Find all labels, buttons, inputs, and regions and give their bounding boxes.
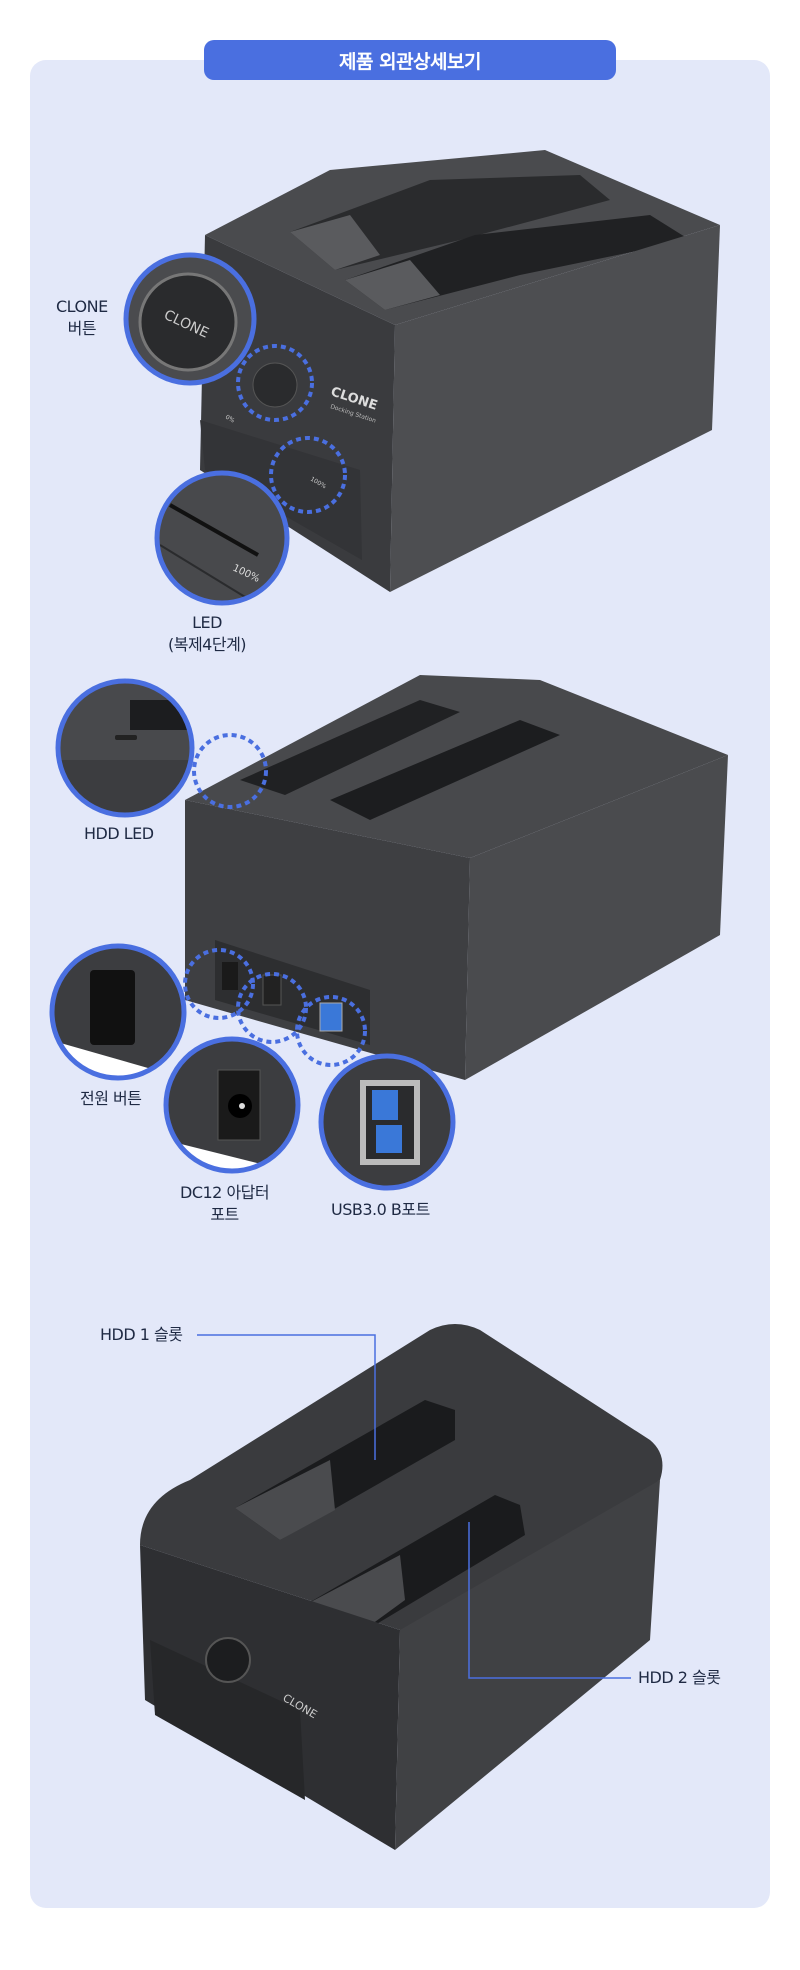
clone-button-label-line1: CLONE [56, 297, 108, 316]
hdd1-slot-label: HDD 1 슬롯 [100, 1325, 183, 1344]
clone-button-label: CLONE 버튼 [56, 296, 108, 340]
hdd2-leader-line [468, 1522, 631, 1679]
section-title: 제품 외관상세보기 [204, 40, 616, 80]
dc-port [262, 974, 282, 1006]
led-zoom: 100% [154, 470, 290, 606]
dc-highlight [236, 972, 308, 1044]
hdd-led-highlight [192, 733, 268, 809]
usb-port [319, 1002, 343, 1032]
power-highlight [183, 948, 255, 1020]
clone-button-3[interactable] [205, 1637, 251, 1683]
usb-highlight [295, 995, 367, 1067]
led-label-line1: LED [192, 613, 222, 632]
dc-port-zoom [163, 1036, 301, 1174]
power-button-label: 전원 버튼 [80, 1089, 142, 1108]
dc-port-label: DC12 아답터 포트 [180, 1182, 270, 1226]
device-body-2 [185, 675, 728, 1080]
power-button[interactable] [222, 962, 238, 990]
clone-button[interactable] [252, 362, 298, 408]
usb-port-zoom [318, 1053, 456, 1191]
hdd2-slot-label: HDD 2 슬롯 [638, 1668, 721, 1687]
led-0-print: 0% [224, 414, 236, 425]
led-highlight [269, 436, 347, 514]
hdd-led-zoom [55, 678, 195, 818]
hdd1-leader-line [197, 1334, 376, 1460]
usb-port-label: USB3.0 B포트 [331, 1200, 430, 1219]
clone-button-label-line2: 버튼 [67, 319, 97, 338]
device-body-1: CLONE Docking Station 0% 100% [200, 150, 720, 592]
dc-port-label-line1: DC12 아답터 [180, 1183, 270, 1202]
clone-button-highlight [236, 344, 314, 422]
clone-button-zoom: CLONE [123, 252, 257, 386]
dc-port-label-line2: 포트 [210, 1205, 239, 1224]
led-label-line2: (복제4단계) [168, 635, 247, 654]
hdd-led-label: HDD LED [84, 824, 154, 843]
led-label: LED (복제4단계) [168, 612, 247, 656]
device-body-3: CLONE [140, 1324, 663, 1850]
power-button-zoom [49, 943, 187, 1081]
